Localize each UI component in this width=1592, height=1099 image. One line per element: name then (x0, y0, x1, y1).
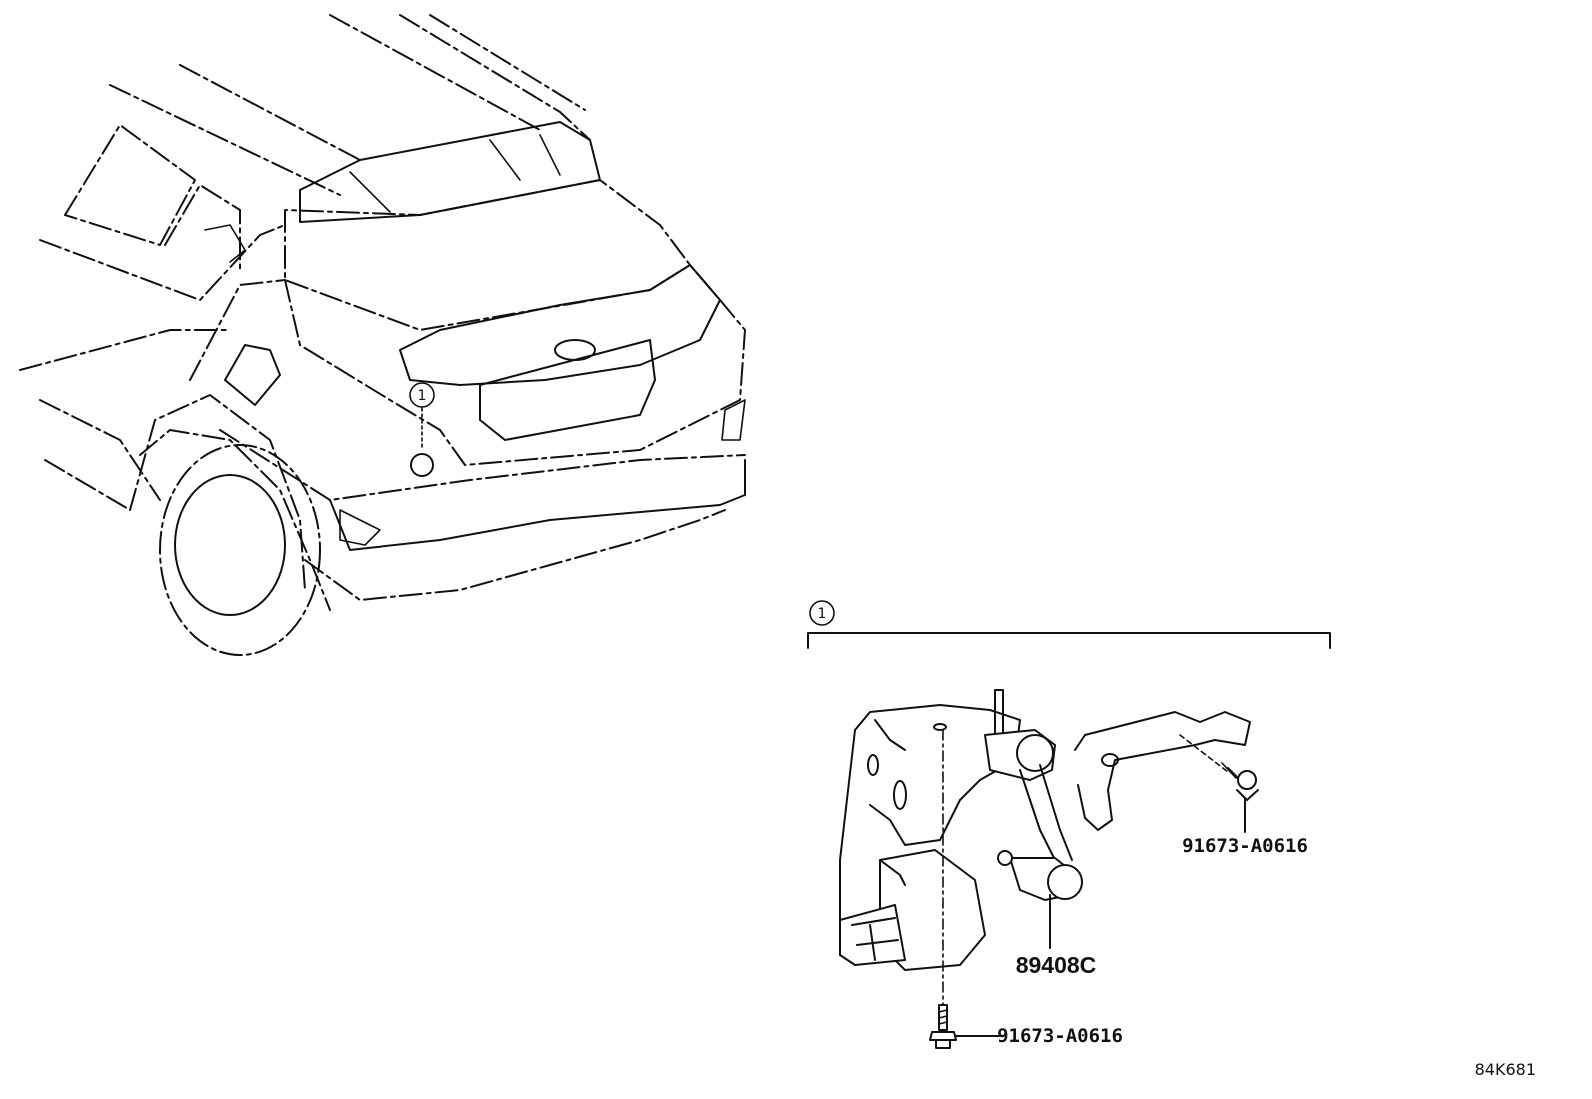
vehicle-rear-view: 1 (19, 14, 746, 656)
bolt-lower: 91673-A0616 (929, 1004, 1123, 1049)
sensor-callout: 89408C (1016, 904, 1097, 978)
sensor-location-marker (410, 453, 434, 477)
sensor-part-label: 89408C (1016, 952, 1097, 978)
bolt-upper: 91673-A0616 (1182, 762, 1308, 857)
height-control-sensor (839, 689, 1251, 1006)
callout-marker-group (809, 600, 835, 626)
callout-number-group: 1 (818, 606, 827, 622)
callout-number-car: 1 (418, 388, 427, 404)
assembly-bracket: 1 (807, 600, 1331, 649)
diagram-reference-code: 84K681 (1475, 1060, 1536, 1079)
callout-marker-car (409, 382, 435, 408)
bolt-upper-label: 91673-A0616 (1182, 835, 1308, 857)
assembly-bracket-line (807, 632, 1331, 649)
bolt-lower-label: 91673-A0616 (997, 1025, 1123, 1047)
